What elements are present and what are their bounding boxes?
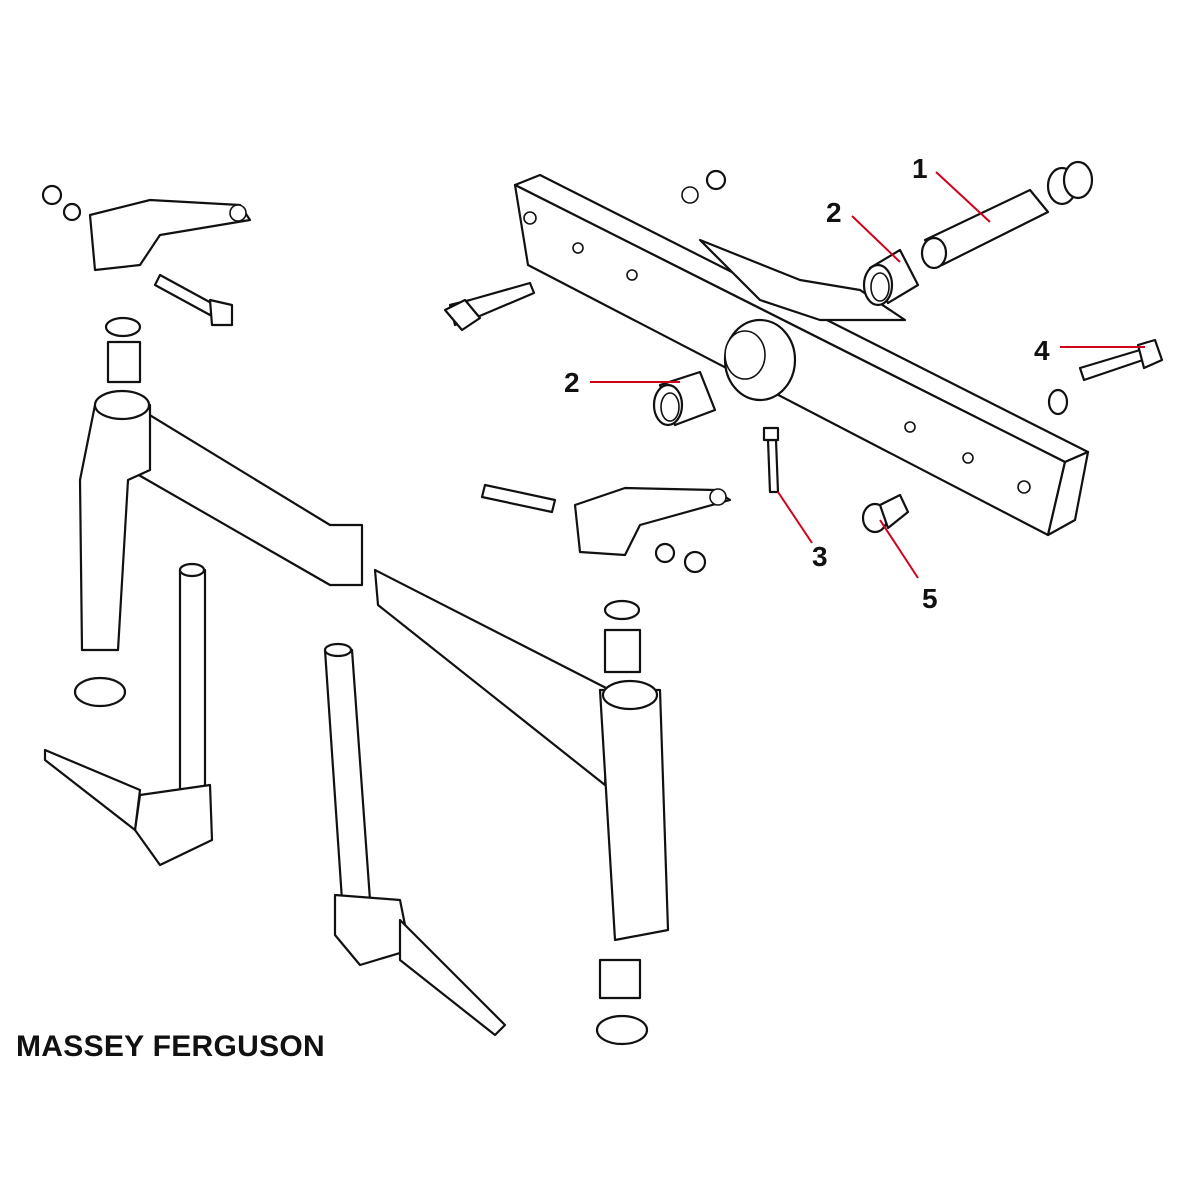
lock-bolt [762, 426, 780, 494]
leader-3 [777, 491, 813, 544]
brand-label: MASSEY FERGUSON [16, 1030, 325, 1063]
leader-lines [590, 171, 1145, 579]
hex-bolt [1047, 338, 1164, 416]
callout-5: 5 [922, 583, 938, 614]
axle-beam [513, 173, 1090, 537]
spindle-left [43, 562, 214, 867]
leader-2a [851, 215, 901, 263]
leader-5 [879, 519, 919, 579]
callout-3: 3 [812, 541, 828, 572]
callout-4: 4 [1034, 335, 1050, 366]
extension-right [373, 568, 670, 1046]
plug [861, 493, 910, 534]
leader-1 [935, 171, 991, 223]
pivot-pin [920, 160, 1094, 270]
callout-2-lower: 2 [564, 367, 580, 398]
beam-bolt-left [443, 169, 727, 332]
steering-arm-right [480, 483, 732, 574]
steering-arm-left [41, 184, 252, 327]
callout-1: 1 [912, 153, 928, 184]
callout-2-upper: 2 [826, 197, 842, 228]
bushing-upper [862, 248, 920, 307]
spindle-right [323, 642, 507, 1037]
bushing-lower [652, 370, 717, 427]
extension-left [73, 316, 364, 708]
